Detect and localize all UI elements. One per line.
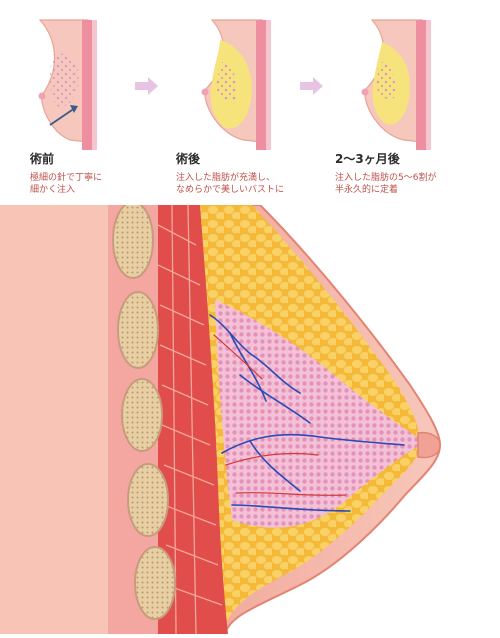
step-before-caption: 術前 極細の針で丁寧に 細かく注入 (30, 150, 102, 196)
step-later-description: 注入した脂肪の5〜6割が 半永久的に定着 (335, 173, 437, 195)
step-before-description: 極細の針で丁寧に 細かく注入 (30, 173, 103, 195)
breast-cross-section (0, 201, 500, 635)
pectoral-muscle (150, 205, 228, 634)
process-illustrations (38, 19, 431, 150)
step-after-description: 注入した脂肪が充満し、 なめらかで美しいバストに (176, 173, 285, 195)
arrow-right-icon (300, 77, 323, 95)
rib-cage (108, 201, 176, 634)
step-later-heading: 2〜3ヶ月後 (335, 152, 400, 166)
step-before-illustration (38, 19, 97, 150)
muscle-fibers (157, 204, 223, 635)
process-steps: 術前 極細の針で丁寧に 細かく注入 術後 注入した脂肪が充満し、 なめらかで美し… (0, 0, 500, 210)
mammary-gland (215, 300, 425, 528)
step-before-heading: 術前 (30, 152, 55, 166)
blood-vessels-red (213, 334, 347, 496)
step-after-heading: 術後 (176, 152, 201, 166)
nipple (417, 431, 441, 459)
step-after-caption: 術後 注入した脂肪が充満し、 なめらかで美しいバストに (176, 150, 284, 196)
step-later-caption: 2〜3ヶ月後 注入した脂肪の5〜6割が 半永久的に定着 (335, 150, 436, 196)
arrow-right-icon (135, 77, 158, 95)
step-after-illustration (201, 19, 271, 150)
step-later-illustration (361, 19, 431, 150)
cross-section-diagram (0, 201, 442, 635)
